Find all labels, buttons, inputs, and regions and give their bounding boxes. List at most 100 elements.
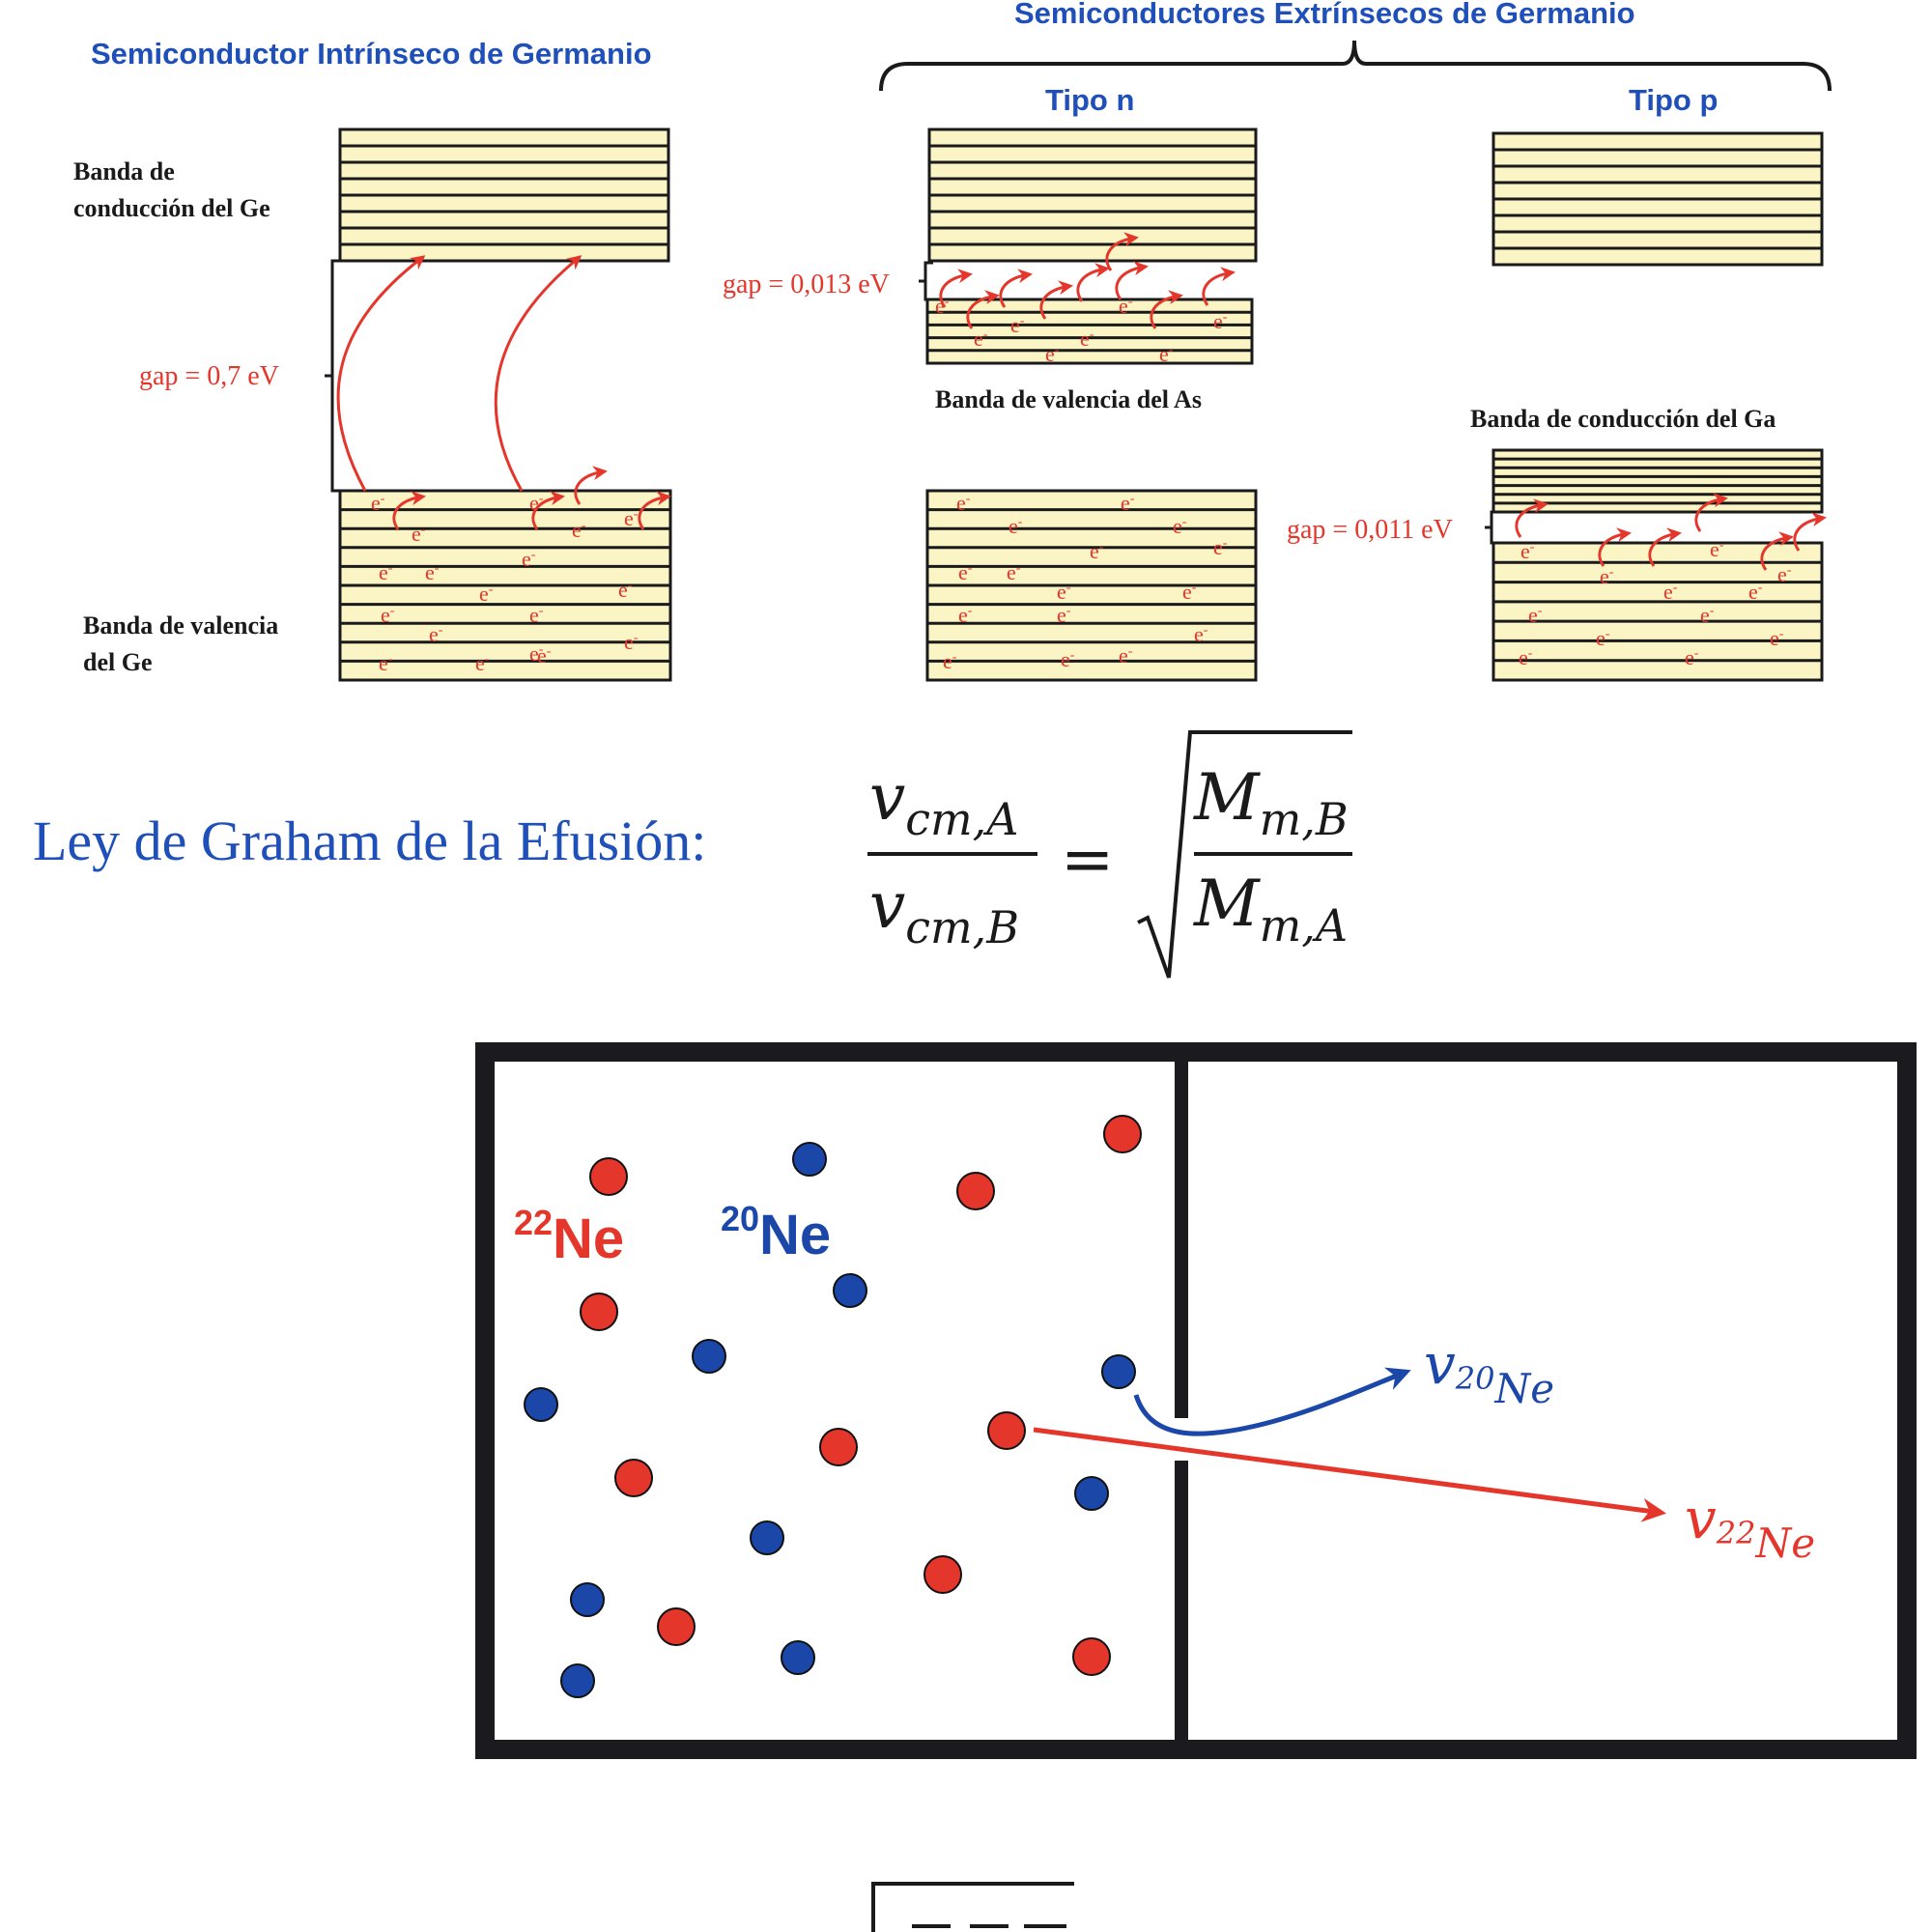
electron-hop-arrow (1039, 280, 1073, 320)
electron-hop-arrow (1076, 263, 1110, 302)
ge-valence-label-2: del Ge (83, 648, 153, 676)
p-conduction-band (1492, 131, 1824, 267)
electron-label: e- (537, 643, 552, 668)
type-p-label: Tipo p (1629, 83, 1718, 117)
ga-conduction-label: Banda de conducción del Ga (1470, 405, 1776, 433)
electron-hop-arrows (392, 232, 1827, 571)
electron-label: e- (1119, 643, 1133, 668)
v22-label: v22Ne (1685, 1486, 1815, 1567)
ne22-particle (589, 1157, 628, 1196)
electron-hop-arrow (1694, 493, 1728, 532)
excitation-arrow (336, 255, 426, 492)
as-valence-label: Banda de valencia del As (935, 385, 1202, 413)
semiconductor-diagrams: Semiconductor Intrínseco de Germanio Sem… (73, 0, 1832, 682)
electron-hop-arrow (1105, 232, 1139, 271)
extrinsic-title: Semiconductores Extrínsecos de Germanio (1014, 0, 1635, 30)
electron-label: e- (1173, 514, 1187, 538)
electron-label: e- (1213, 535, 1228, 559)
ne20-particle (781, 1640, 815, 1675)
v-denominator: vcm,B (869, 868, 1019, 953)
electron-hop-arrow (939, 269, 973, 308)
ne20-particle (750, 1520, 784, 1555)
electron-hop-arrow (1598, 527, 1632, 567)
intrinsic-title: Semiconductor Intrínseco de Germanio (91, 37, 652, 71)
ne20-particle (792, 1142, 827, 1177)
ne22-particle (580, 1293, 618, 1331)
extrinsic-brace (879, 40, 1832, 92)
electron-label: e- (572, 518, 586, 542)
electron-hop-arrow (999, 269, 1033, 308)
gas-particles (524, 1115, 1142, 1698)
ne22-label: 22Ne (514, 1203, 624, 1270)
electron-label: e- (1010, 313, 1025, 337)
electron-label: e- (412, 522, 426, 546)
electron-label: e- (1520, 539, 1535, 563)
electron-label: e- (618, 578, 633, 602)
n-conduction-band (927, 128, 1258, 263)
electron-hop-arrow (966, 290, 1000, 329)
electron-label: e- (943, 649, 957, 673)
ne22-particle (819, 1428, 858, 1466)
ne22-particle (657, 1607, 696, 1646)
gap-n-bracket (919, 261, 933, 301)
sqrt-symbol (1137, 730, 1352, 979)
ge-conduction-label-2: conducción del Ge (73, 194, 270, 222)
electron-hop-arrow (1115, 261, 1149, 300)
ne22-particle (1103, 1115, 1142, 1153)
ne22-particle (987, 1411, 1026, 1450)
electron-label: e- (935, 294, 950, 318)
m-numerator: Mm,B (1193, 760, 1349, 845)
electron-label: e- (1596, 626, 1610, 650)
electron-label: e- (529, 603, 544, 627)
effusion-container (475, 1042, 1917, 1759)
electron-label: e- (958, 560, 973, 584)
gap-intrinsic-label: gap = 0,7 eV (139, 361, 279, 391)
electron-label: e- (1061, 647, 1075, 671)
electron-label: e- (1519, 645, 1533, 669)
electron-label: e- (1685, 645, 1699, 669)
partition-wall-upper (1175, 1057, 1188, 1418)
electron-label: e- (1009, 514, 1023, 538)
electron-label: e- (1748, 580, 1763, 604)
electron-label: e- (529, 641, 544, 666)
electron-label: e- (1057, 603, 1071, 627)
electron-label: e- (1182, 580, 1197, 604)
electron-label: e- (379, 560, 393, 584)
ne20-particle (524, 1387, 558, 1422)
electron-label: e- (1090, 539, 1104, 563)
ne20-label: 20Ne (721, 1199, 831, 1266)
electron-hop-arrow (1648, 527, 1682, 567)
ne20-particle (570, 1582, 605, 1617)
ne20-particle (692, 1339, 726, 1374)
electron-label: e- (522, 547, 536, 571)
type-n-label: Tipo n (1045, 83, 1134, 117)
electron-label: e- (425, 560, 440, 584)
electron-label: e- (1159, 342, 1174, 366)
electron-hop-arrow (1202, 267, 1236, 306)
v22-arrow (1033, 1427, 1666, 1522)
gap-p-bracket (1485, 510, 1499, 545)
equals-sign: = (1061, 822, 1114, 896)
v-numerator: vcm,A (869, 760, 1019, 845)
ne22-particle (923, 1555, 962, 1594)
band-fill (1492, 541, 1824, 682)
electron-label: e- (1777, 562, 1792, 586)
p-valence-band (1492, 541, 1824, 682)
band-fill (925, 298, 1254, 365)
electron-hop-arrow (531, 491, 565, 530)
ne20-particle (560, 1663, 595, 1698)
electron-label: e- (1213, 309, 1228, 333)
electron-label: e- (475, 651, 490, 675)
ne20-particle (1074, 1476, 1109, 1511)
electron-labels: e-e-e-e-e-e-e-e-e-e-e-e-e-e-e-e-e-e-e-e-… (371, 294, 1792, 675)
ne22-particle (956, 1172, 995, 1210)
as-valence-band (925, 298, 1254, 365)
ge-conduction-label-1: Banda de (73, 157, 175, 185)
electron-label: e- (429, 622, 443, 646)
electron-label: e- (1007, 560, 1021, 584)
electron-label: e- (529, 491, 544, 515)
electron-label: e- (1710, 537, 1724, 561)
partition-wall-lower (1175, 1461, 1188, 1743)
electron-label: e- (1663, 580, 1678, 604)
ne20-particle (833, 1273, 867, 1308)
